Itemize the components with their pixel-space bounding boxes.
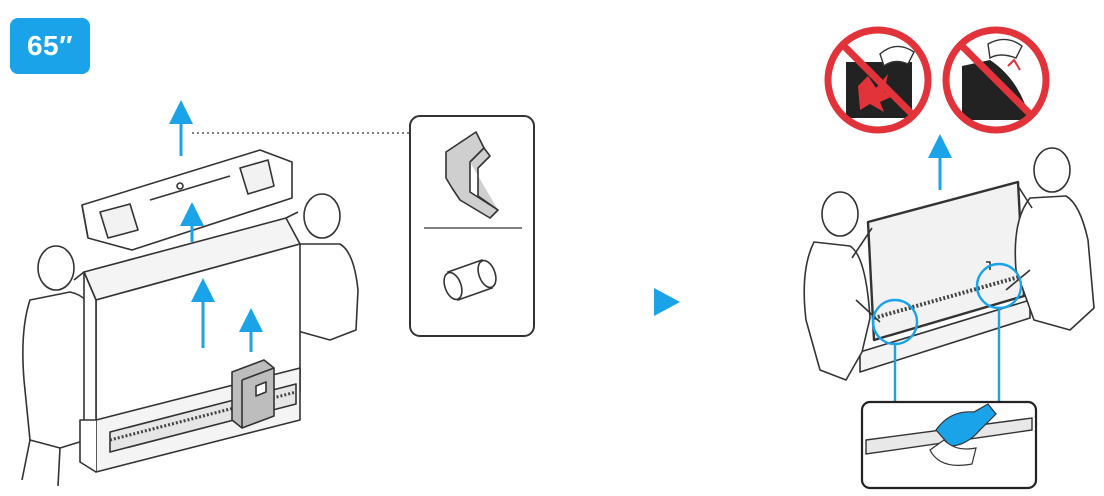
play-triangle-icon <box>654 288 680 316</box>
accessory-box <box>232 360 274 428</box>
unboxing-scene <box>22 150 358 486</box>
no-symbol-icon <box>826 28 930 132</box>
grip-detail-inset <box>862 402 1036 488</box>
parts-callout-panel <box>410 116 534 336</box>
tv-lifting-scene <box>804 148 1094 402</box>
no-symbol-icon <box>944 28 1048 132</box>
